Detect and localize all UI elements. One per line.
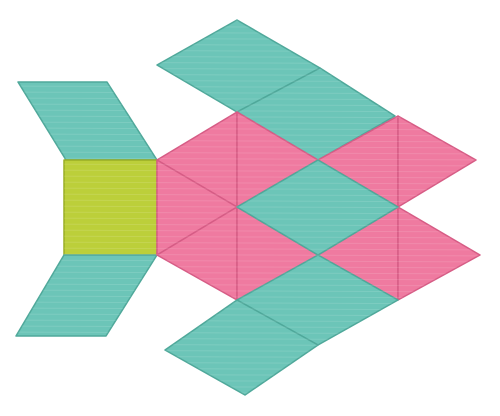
- fish-pieces: [15, 19, 481, 396]
- bottom-fin-rhombus-2: [164, 299, 319, 396]
- body-center-rhombus: [236, 159, 399, 256]
- tail-bottom-rhombus: [15, 254, 158, 337]
- body-triangle-9: [397, 206, 481, 301]
- tail-square: [63, 159, 158, 256]
- body-triangle-5: [397, 115, 477, 208]
- tail-top-rhombus: [17, 81, 158, 161]
